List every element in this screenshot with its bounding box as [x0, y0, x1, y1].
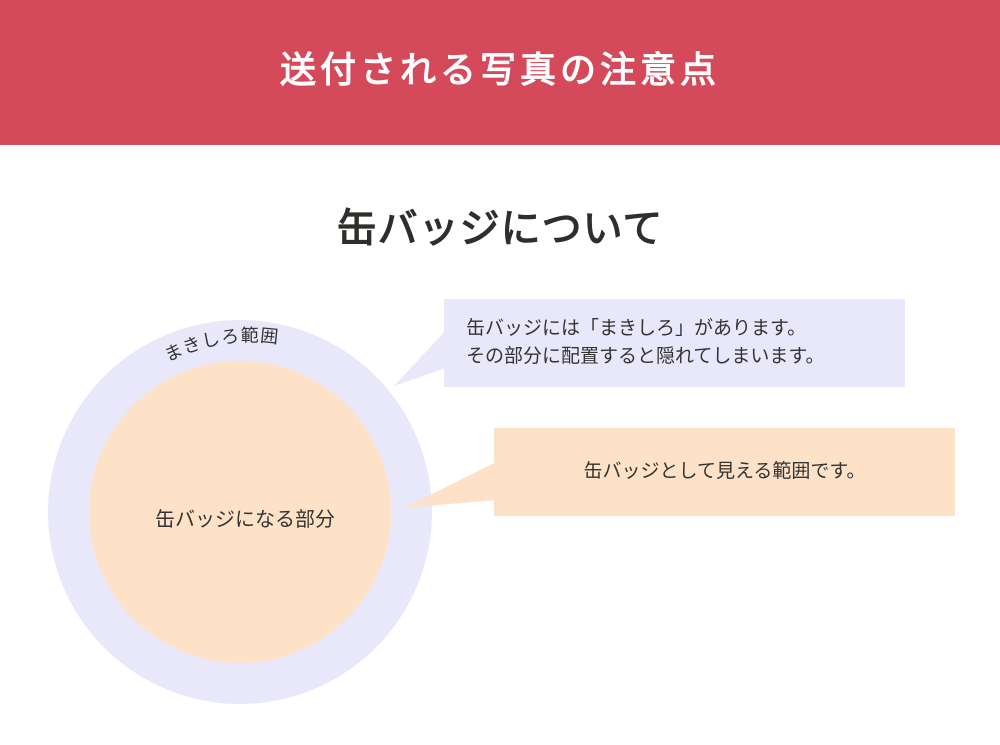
- visible-callout-pointer: [404, 462, 496, 508]
- margin-callout-line2: その部分に配置すると隠れてしまいます。: [466, 345, 825, 367]
- badge-area-circle: [89, 361, 391, 663]
- visible-callout-text: 缶バッジとして見える範囲です。: [583, 460, 866, 482]
- header-title: 送付される写真の注意点: [279, 49, 720, 91]
- section-title: 缶バッジについて: [336, 206, 664, 252]
- badge-area-label: 缶バッジになる部分: [155, 507, 335, 531]
- header-banner: 送付される写真の注意点: [0, 0, 1000, 145]
- visible-callout: 缶バッジとして見える範囲です。: [494, 428, 955, 516]
- margin-callout: 缶バッジには「まきしろ」があります。 その部分に配置すると隠れてしまいます。: [444, 299, 905, 387]
- margin-callout-pointer: [394, 330, 446, 386]
- margin-callout-line1: 缶バッジには「まきしろ」があります。: [466, 317, 807, 339]
